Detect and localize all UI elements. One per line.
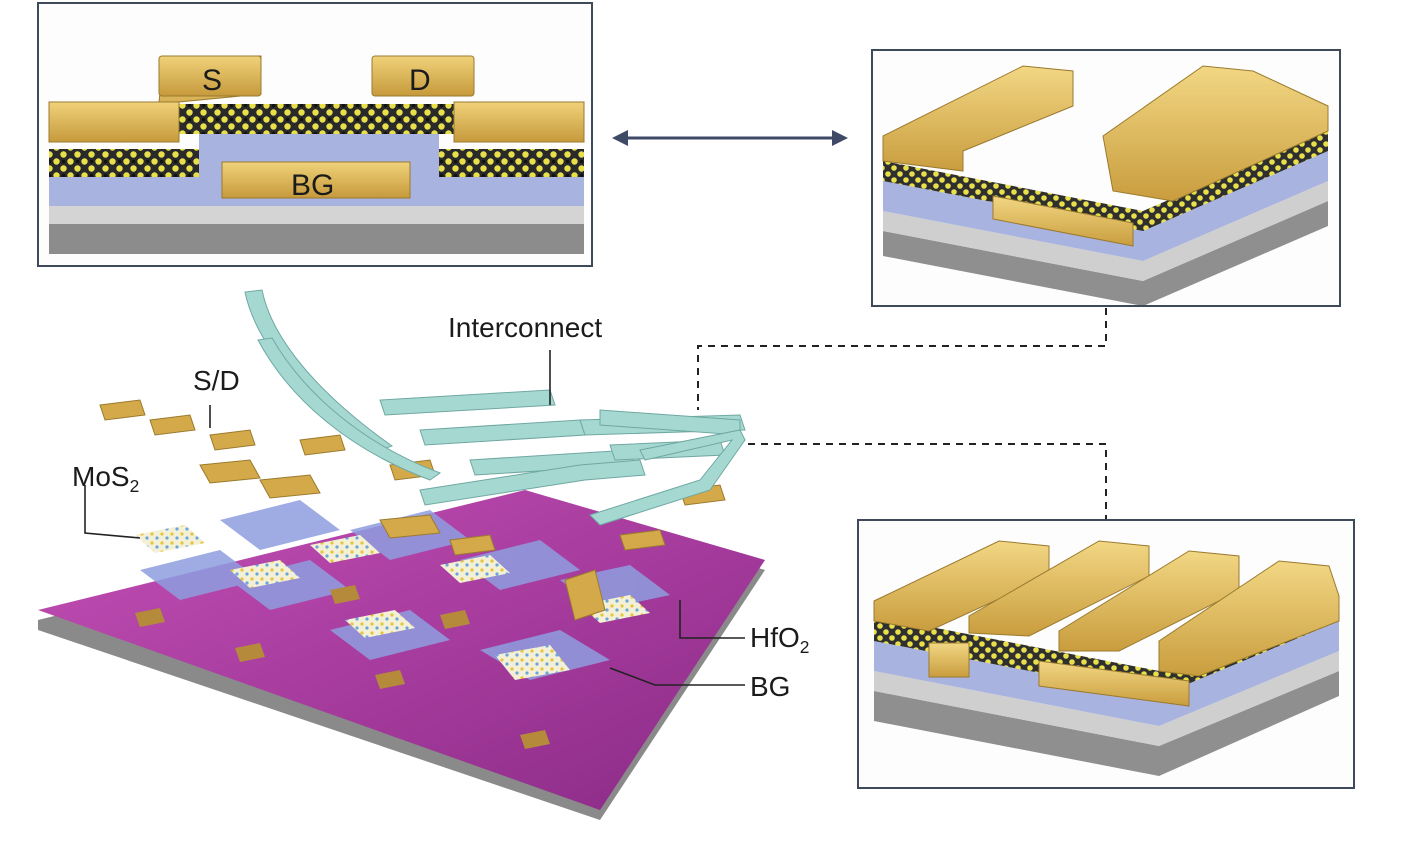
cross-section-panel: S D BG (37, 2, 593, 267)
sd-label: S/D (193, 365, 240, 396)
drain-label: D (409, 64, 431, 97)
multichannel-gate-left (928, 642, 970, 678)
leader-lines (84, 350, 745, 686)
mos2-channel (169, 104, 459, 134)
hfo2-label: HfO2 (750, 622, 809, 658)
mos2-label-base: MoS (72, 461, 130, 492)
substrate-light (49, 204, 584, 224)
planar-source-contact (882, 65, 1074, 172)
mos2-right-lower (439, 149, 584, 177)
planar-mos2 (883, 131, 1328, 231)
planar-3d-panel (871, 49, 1341, 307)
mos2-label-sub: 2 (129, 476, 140, 497)
multichannel-gate-center (1038, 660, 1190, 707)
sd-pieces (99, 399, 726, 621)
multichannel-3d-illustration (873, 540, 1340, 776)
source-top (158, 55, 262, 97)
block-base (883, 201, 1328, 305)
double-arrow (612, 130, 848, 146)
bg-callout-label: BG (750, 671, 791, 702)
source-pad (48, 101, 180, 143)
hfo2-label-base: HfO (750, 622, 800, 653)
interconnect-label: Interconnect (448, 312, 603, 343)
interconnect-ribbons (244, 289, 746, 526)
drain-top (371, 55, 475, 97)
drain-pad (453, 101, 585, 143)
mos2-label: MoS2 (72, 461, 139, 497)
cross-section-illustration (48, 55, 585, 254)
back-gate-block (221, 161, 411, 199)
back-gate-label: BG (291, 169, 335, 202)
bg-stubs (135, 585, 550, 749)
mos2-left-lower (49, 149, 199, 177)
source-label: S (202, 64, 223, 97)
multichannel-3d-panel (857, 519, 1355, 789)
planar-drain-contact (1102, 65, 1329, 202)
planar-3d-illustration (882, 65, 1329, 305)
planar-gate (992, 195, 1134, 247)
hfo2-label-sub: 2 (799, 637, 810, 658)
mos2-sheets (135, 525, 650, 680)
exploded-wafer-illustration (38, 289, 765, 820)
substrate-dark (49, 224, 584, 254)
multichannel-contact-4 (1158, 560, 1340, 677)
